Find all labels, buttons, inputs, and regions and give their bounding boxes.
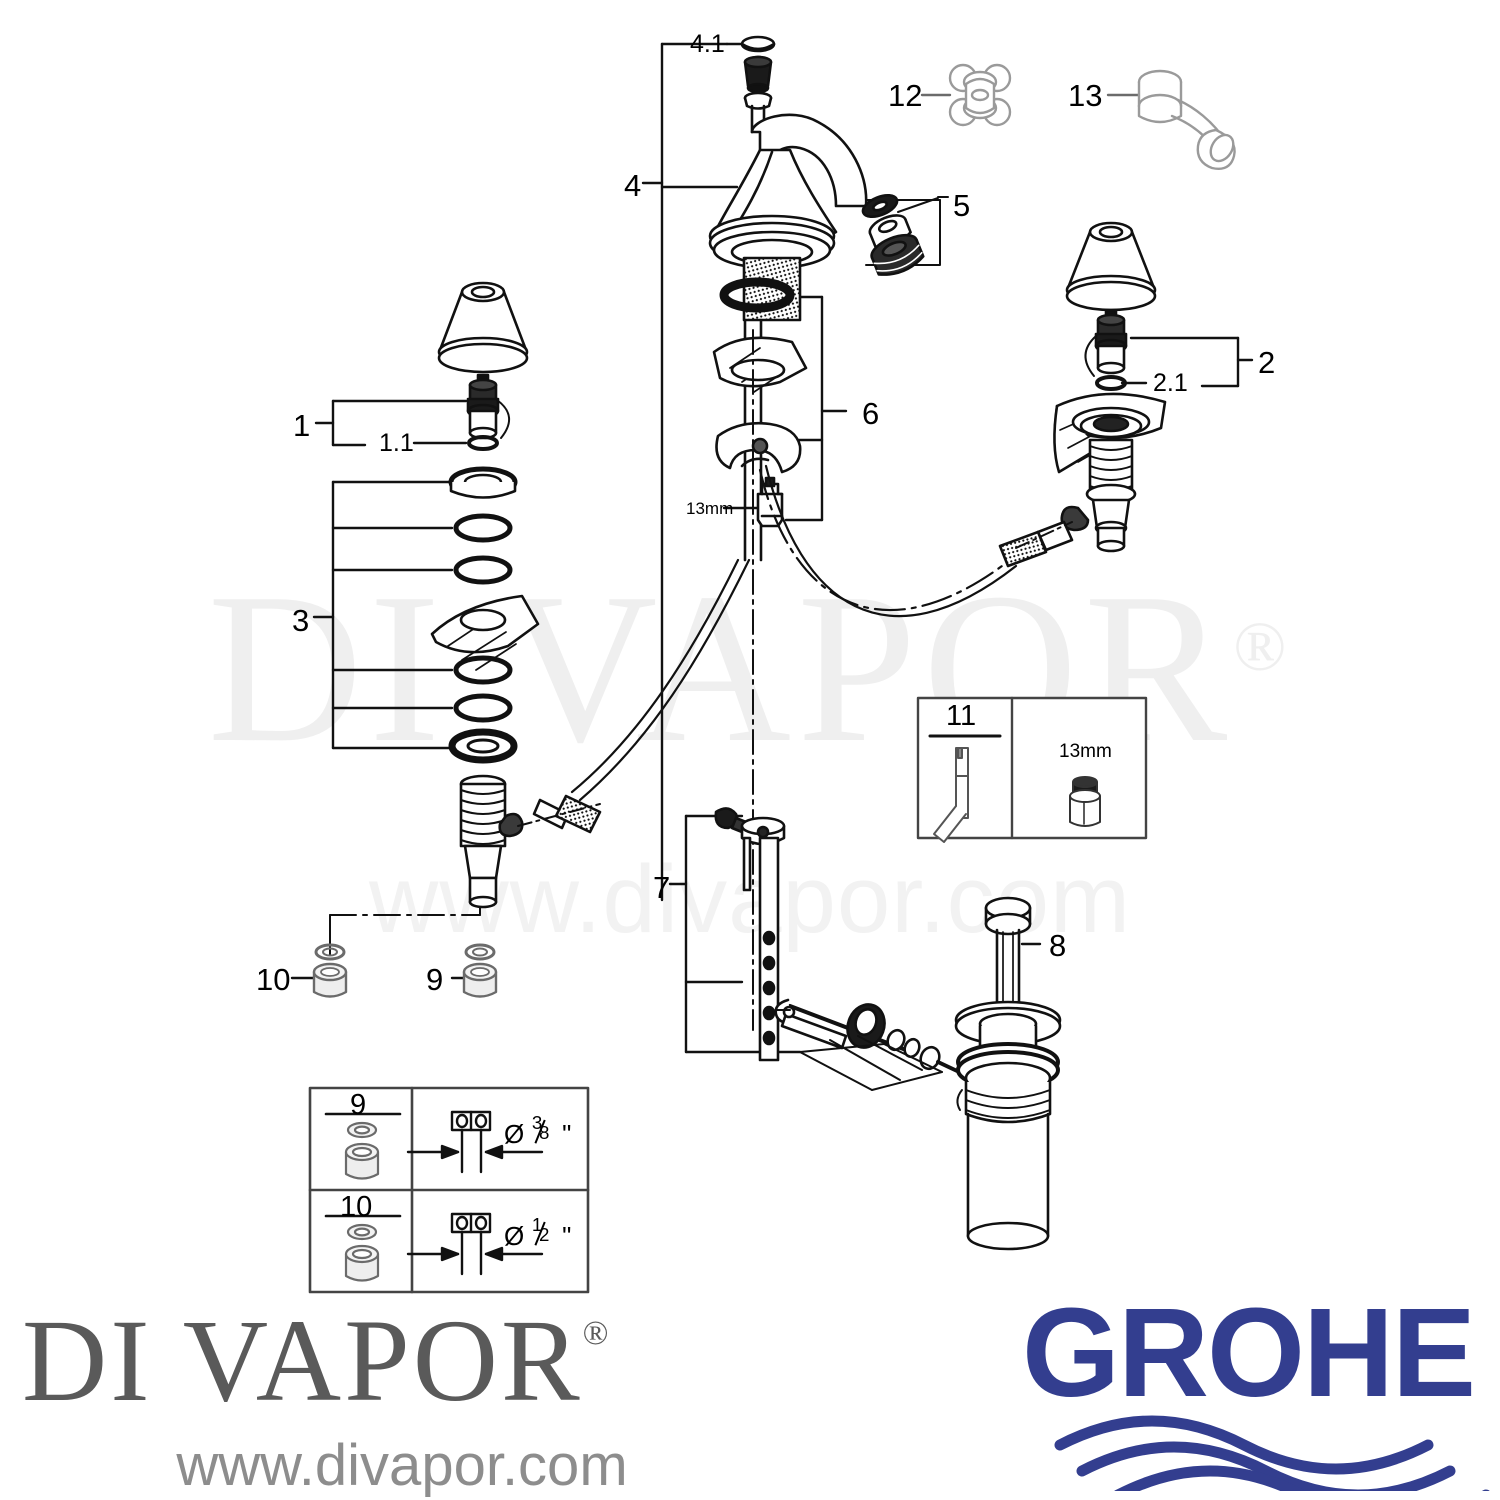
callout-3: 3 <box>292 603 310 638</box>
fraction-denominator-2: 2 <box>538 1224 550 1246</box>
diameter-symbol-2: Ø <box>504 1220 525 1251</box>
leader-3 <box>312 480 454 750</box>
hose-left <box>570 558 751 802</box>
leader-9-10-ticks <box>329 879 481 956</box>
leader-1 <box>314 399 468 447</box>
nut-10 <box>312 943 348 998</box>
grohe-wordmark: GROHE <box>1022 1282 1476 1423</box>
unit-inch-1: " <box>562 1118 572 1149</box>
grohe-logo: GROHE <box>1022 1282 1492 1500</box>
leader-7 <box>668 814 802 1054</box>
fraction-3-8: 3 8 <box>531 1114 554 1146</box>
callout-1-1: 1.1 <box>379 429 414 457</box>
watermark-brand: DI VAPOR® <box>0 560 1500 775</box>
popup-linkage-7 <box>714 807 974 1091</box>
spec-table-row-2-number: 10 <box>340 1191 373 1223</box>
callout-1: 1 <box>293 408 311 443</box>
callout-5: 5 <box>953 188 971 223</box>
leader-2 <box>1129 336 1254 388</box>
fraction-numerator-1: 3 <box>531 1112 543 1134</box>
hose-right-axis <box>758 468 1012 612</box>
callout-6: 6 <box>862 396 880 431</box>
right-valve-stack <box>998 221 1167 568</box>
popup-waste-8 <box>954 896 1062 1251</box>
spout-assembly <box>708 35 868 562</box>
fraction-1-2: 1 2 <box>531 1216 554 1248</box>
leader-5-b <box>897 197 939 213</box>
nut-9 <box>462 943 498 998</box>
divapor-registered-mark: ® <box>582 1315 609 1352</box>
lever-handle-13 <box>1137 69 1236 170</box>
callout-4: 4 <box>624 168 642 203</box>
grohe-waves-icon <box>1054 1415 1492 1500</box>
callout-4-1: 4.1 <box>690 30 725 58</box>
watermark-registered-mark: ® <box>1233 609 1293 686</box>
diameter-symbol-1: Ø <box>504 1118 525 1149</box>
callout-2: 2 <box>1258 345 1276 380</box>
divapor-wordmark: DI VAPOR® <box>22 1302 782 1420</box>
divapor-wordmark-text: DI VAPOR <box>22 1295 583 1426</box>
fraction-numerator-2: 1 <box>531 1214 543 1236</box>
callout-2-1: 2.1 <box>1153 369 1188 397</box>
left-valve-stack <box>430 281 602 909</box>
callout-10: 10 <box>256 962 291 997</box>
detail-box-11-number: 11 <box>946 700 977 732</box>
detail-box-11-size-label: 13mm <box>1059 741 1112 762</box>
spec-table-row-2-diameter: Ø 1 2 " <box>504 1216 572 1251</box>
callout-8: 8 <box>1049 928 1067 963</box>
callout-12: 12 <box>888 78 923 113</box>
leader-4 <box>641 42 739 902</box>
divapor-logo: DI VAPOR® www.divapor.com <box>22 1302 782 1499</box>
cross-handle-12 <box>948 63 1012 127</box>
callout-13mm-center: 13mm <box>686 499 734 518</box>
unit-inch-2: " <box>562 1220 572 1251</box>
aerator-5 <box>861 193 925 276</box>
callout-9: 9 <box>426 962 444 997</box>
detail-box-11 <box>916 696 1148 843</box>
callout-7: 7 <box>653 870 671 905</box>
spec-table-row-1-number: 9 <box>350 1089 367 1121</box>
callout-13: 13 <box>1068 78 1103 113</box>
hose-right <box>764 464 1018 618</box>
spec-table-row-1-diameter: Ø 3 8 " <box>504 1114 572 1149</box>
fraction-denominator-1: 8 <box>538 1122 550 1144</box>
leader-6 <box>784 295 848 522</box>
divapor-url: www.divapor.com <box>176 1433 628 1498</box>
